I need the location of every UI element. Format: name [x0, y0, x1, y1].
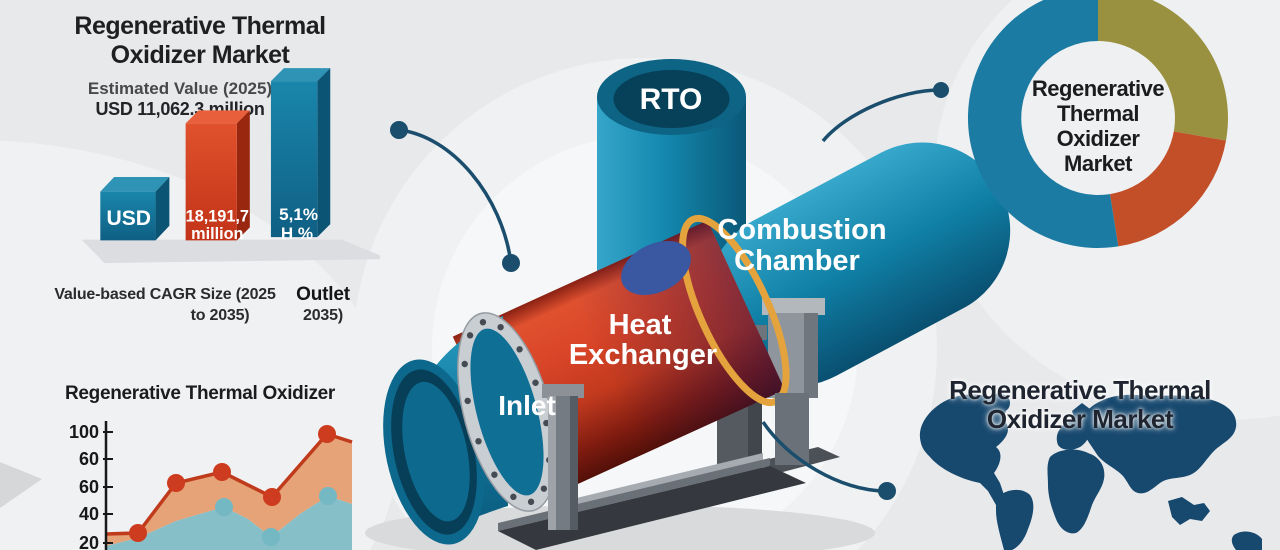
combustion-label-line2: Chamber: [734, 245, 860, 277]
y-tick-40: 40: [79, 504, 99, 524]
trend-chart-title: Regenerative Thermal Oxidizer: [64, 383, 336, 404]
map-title-line2: Oxidizer Market: [986, 404, 1174, 434]
trend-teal-area: [106, 487, 352, 550]
trend-y-tick-labels: 100 60 60 40 20: [69, 422, 99, 550]
bar-2035-value: 18,191,7 million: [185, 110, 250, 243]
map-africa: [1047, 449, 1105, 534]
map-north-america: [919, 394, 1009, 505]
trend-y-axis: [103, 421, 113, 550]
world-map-continents: [919, 393, 1262, 550]
bar-cagr-label-line2: H %: [281, 224, 313, 243]
bar-caption-left-line1: Value-based CAGR Size (2025: [54, 286, 276, 303]
map-greenland: [983, 393, 1010, 414]
heat-exchanger-label-line2: Exchanger: [569, 339, 717, 371]
map-title: Regenerative Thermal Oxidizer Market: [928, 376, 1232, 434]
donut-segment-red: [1110, 131, 1226, 247]
bar-caption-outlet-year: 2035): [303, 307, 343, 324]
map-japan: [1196, 443, 1210, 459]
donut-segment-blue: [967, 0, 1119, 248]
donut-segment-olive: [1098, 0, 1228, 141]
bar-usd-label: USD: [106, 207, 151, 230]
donut-center-line2: Thermal: [1056, 101, 1140, 126]
y-tick-100: 100: [69, 422, 99, 442]
map-southeast-asia: [1168, 497, 1210, 525]
flange-bolts: [461, 318, 553, 506]
rto-label: RTO: [640, 83, 703, 116]
map-australia: [1231, 531, 1262, 550]
background-gray-wedge: [0, 462, 42, 508]
trend-orange-area: [106, 434, 352, 546]
donut-center-line3: Oxidizer: [1056, 126, 1140, 151]
bar-2035-label-line2: million: [191, 225, 243, 243]
inlet-flange: [457, 312, 557, 512]
rto-device-diagram: RTO Combustion Chamber Heat Exchanger In…: [383, 59, 1011, 550]
estimated-value-label: Estimated Value (2025): [87, 79, 273, 98]
map-asia: [1081, 394, 1237, 494]
donut-center-line4: Market: [1064, 151, 1132, 176]
bar-chart-shadow: [81, 239, 380, 264]
bar-usd: USD: [100, 177, 170, 241]
donut-center-text: Regenerative Thermal Oxidizer Market: [1020, 76, 1176, 176]
map-south-america: [996, 489, 1034, 550]
y-tick-60: 60: [79, 477, 99, 497]
heat-exchanger-label-line1: Heat: [609, 309, 672, 341]
donut-chart: [967, 0, 1228, 248]
trend-chart: 100 60 60 40 20: [69, 421, 353, 550]
donut-hole: [1021, 41, 1175, 195]
map-europe: [1056, 419, 1091, 450]
page-title: Regenerative Thermal Oxidizer Market: [38, 12, 362, 70]
bar-chart: USD 18,191,7 million 5,1% H %: [81, 68, 380, 264]
world-map: [919, 393, 1262, 550]
trend-red-line: [105, 425, 353, 542]
bar-cagr-label-line1: 5,1%: [279, 205, 318, 224]
bar-cagr: 5,1% H %: [270, 68, 331, 243]
bar-caption-left-line2: to 2035): [190, 307, 250, 324]
combustion-label-line1: Combustion: [717, 214, 886, 246]
y-tick-20: 20: [79, 533, 99, 550]
y-tick-80: 60: [79, 449, 99, 469]
bar-2035-label-line1: 18,191,7: [186, 208, 249, 226]
inlet-label: Inlet: [498, 390, 556, 421]
bar-caption-outlet: Outlet: [296, 284, 350, 305]
map-title-line1: Regenerative Thermal: [949, 375, 1211, 405]
inlet-mouth: [383, 359, 485, 545]
donut-center-line1: Regenerative: [1031, 76, 1165, 101]
page-title-line1: Regenerative Thermal: [74, 12, 326, 40]
junction-blue-patch: [621, 241, 691, 295]
page-title-line2: Oxidizer Market: [110, 41, 290, 69]
